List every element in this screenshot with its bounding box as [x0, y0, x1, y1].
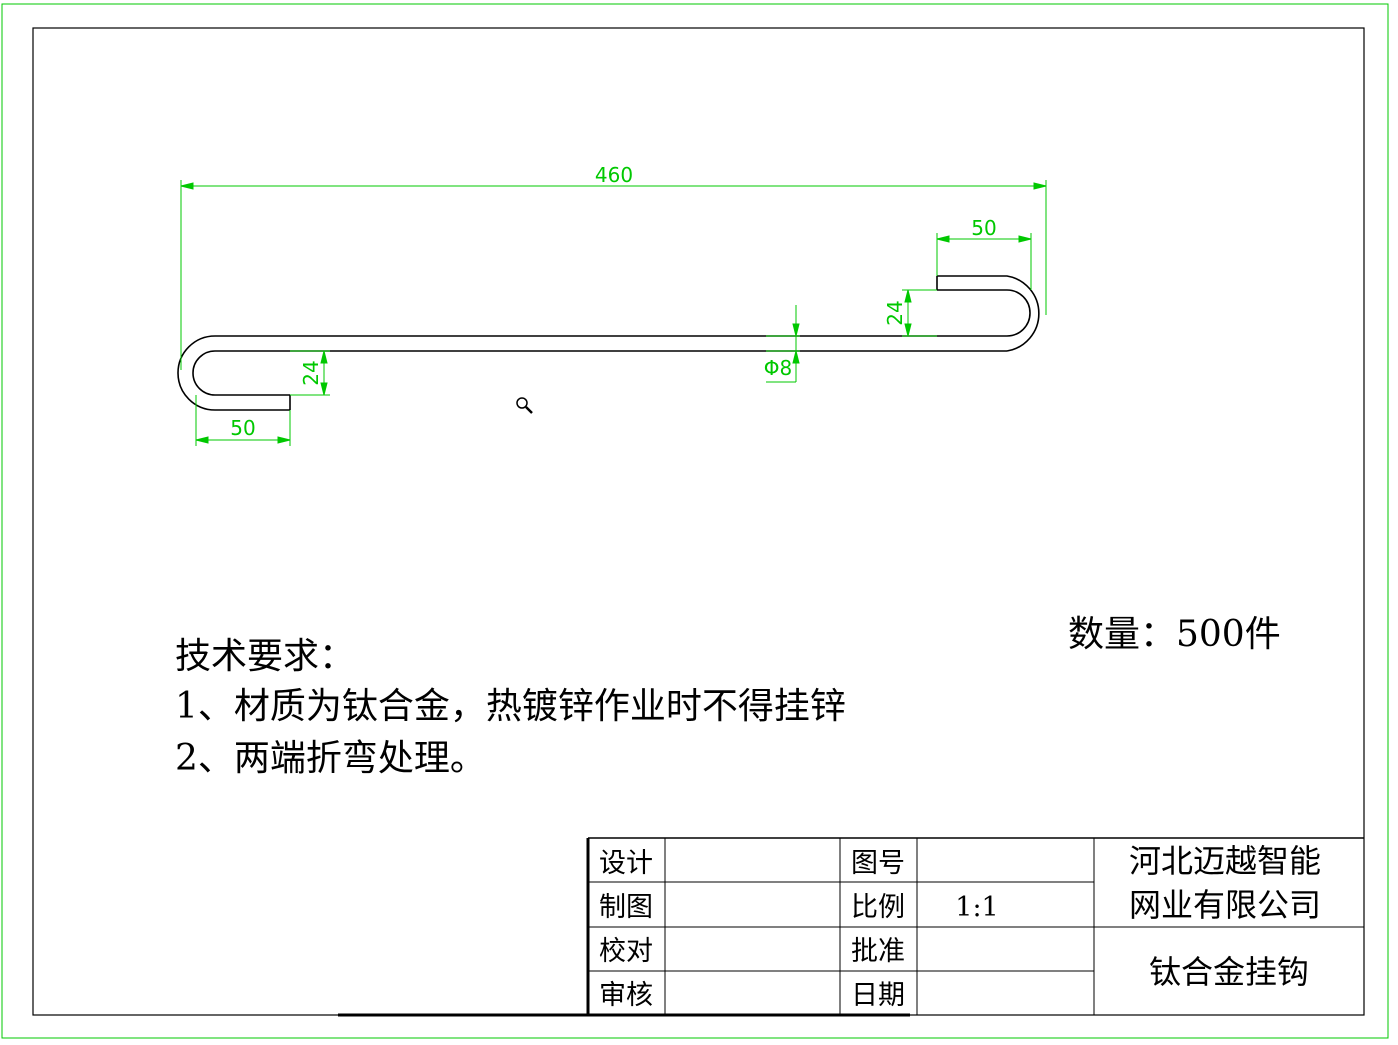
- magnifier-icon[interactable]: [516, 397, 533, 414]
- tb-part-name: 钛合金挂钩: [1149, 953, 1309, 991]
- tb-label-date: 日期: [851, 980, 905, 1011]
- quantity-label: 数量：500件: [1068, 614, 1281, 655]
- dimension-lines: [180, 180, 1047, 446]
- tb-label-review: 审核: [599, 980, 653, 1011]
- tb-company-line2: 网业有限公司: [1129, 886, 1321, 924]
- tb-label-design: 设计: [599, 848, 653, 879]
- tb-company-line1: 河北迈越智能: [1129, 842, 1321, 880]
- tech-requirement-item-1: 1、材质为钛合金，热镀锌作业时不得挂锌: [175, 686, 846, 727]
- tb-label-scale: 比例: [851, 892, 905, 923]
- dim-left-gap: 24: [299, 360, 323, 385]
- tech-requirements-title: 技术要求：: [175, 636, 355, 677]
- tech-requirement-item-2: 2、两端折弯处理。: [175, 738, 486, 779]
- dim-left-leg: 50: [230, 416, 255, 440]
- tb-label-drawing-no: 图号: [851, 848, 905, 879]
- title-block: [586, 837, 1364, 1015]
- dim-right-leg: 50: [971, 216, 996, 240]
- tb-label-drawing: 制图: [599, 892, 653, 923]
- hook-outline: [177, 275, 1040, 411]
- dim-diameter: Φ8: [764, 356, 792, 380]
- dim-total-length: 460: [595, 163, 633, 187]
- page-border: [1, 3, 1389, 1039]
- tb-value-scale: 1:1: [955, 892, 998, 923]
- tb-label-check: 校对: [599, 936, 653, 967]
- tb-label-approve: 批准: [851, 936, 905, 967]
- dim-right-gap: 24: [883, 300, 907, 325]
